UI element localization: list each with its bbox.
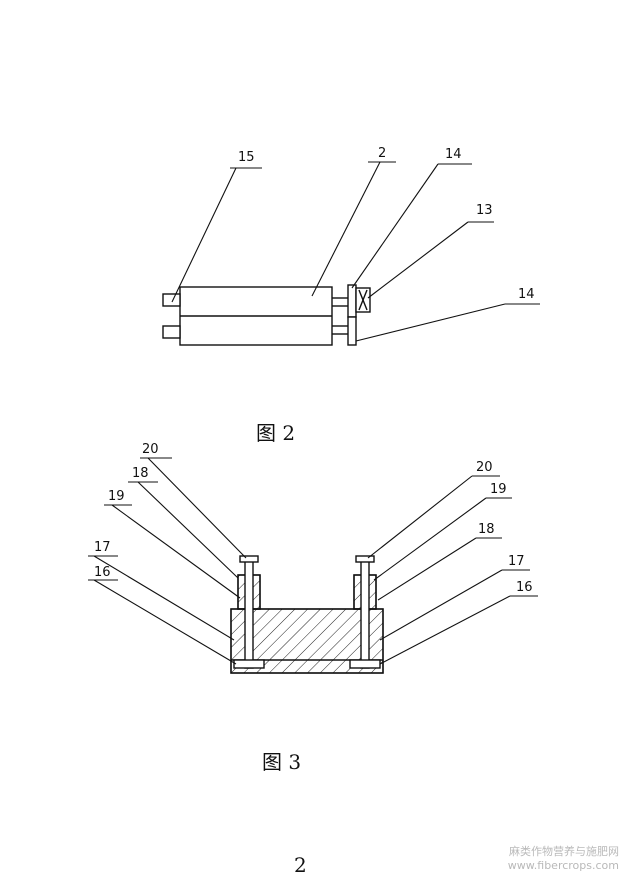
right-bolt-head xyxy=(355,555,375,563)
watermark-line-2: www.fibercrops.com xyxy=(507,859,619,872)
label-17-right: 17 xyxy=(508,554,525,569)
watermark-line-1: 麻类作物营养与施肥网 xyxy=(509,845,619,858)
label-16-right: 16 xyxy=(516,580,533,595)
figure-3 xyxy=(88,457,538,674)
right-bolt-shaft xyxy=(360,559,370,669)
label-20-right: 20 xyxy=(476,460,493,475)
label-14-top: 14 xyxy=(445,147,462,162)
figure-2 xyxy=(162,161,540,346)
caption-figure-2: 图 2 xyxy=(256,421,295,445)
left-bolt-head xyxy=(239,555,259,563)
shaft-stub-lower xyxy=(162,325,181,339)
caption-figure-3: 图 3 xyxy=(262,750,301,774)
label-17-left: 17 xyxy=(94,540,111,555)
label-15: 15 xyxy=(238,150,255,165)
left-bolt-shaft xyxy=(244,559,254,669)
label-19-right: 19 xyxy=(490,482,507,497)
gear-upper xyxy=(347,284,357,318)
label-13: 13 xyxy=(476,203,493,218)
label-18-left: 18 xyxy=(132,466,149,481)
label-20-left: 20 xyxy=(142,442,159,457)
label-2: 2 xyxy=(378,146,386,161)
gear-lower xyxy=(347,316,357,346)
label-16-left: 16 xyxy=(94,565,111,580)
label-14-bottom: 14 xyxy=(518,287,535,302)
page-number: 2 xyxy=(294,853,307,877)
shaft-stub-upper xyxy=(162,293,181,307)
watermark: 麻类作物营养与施肥网 www.fibercrops.com xyxy=(508,845,619,873)
label-19-left: 19 xyxy=(108,489,125,504)
label-18-right: 18 xyxy=(478,522,495,537)
